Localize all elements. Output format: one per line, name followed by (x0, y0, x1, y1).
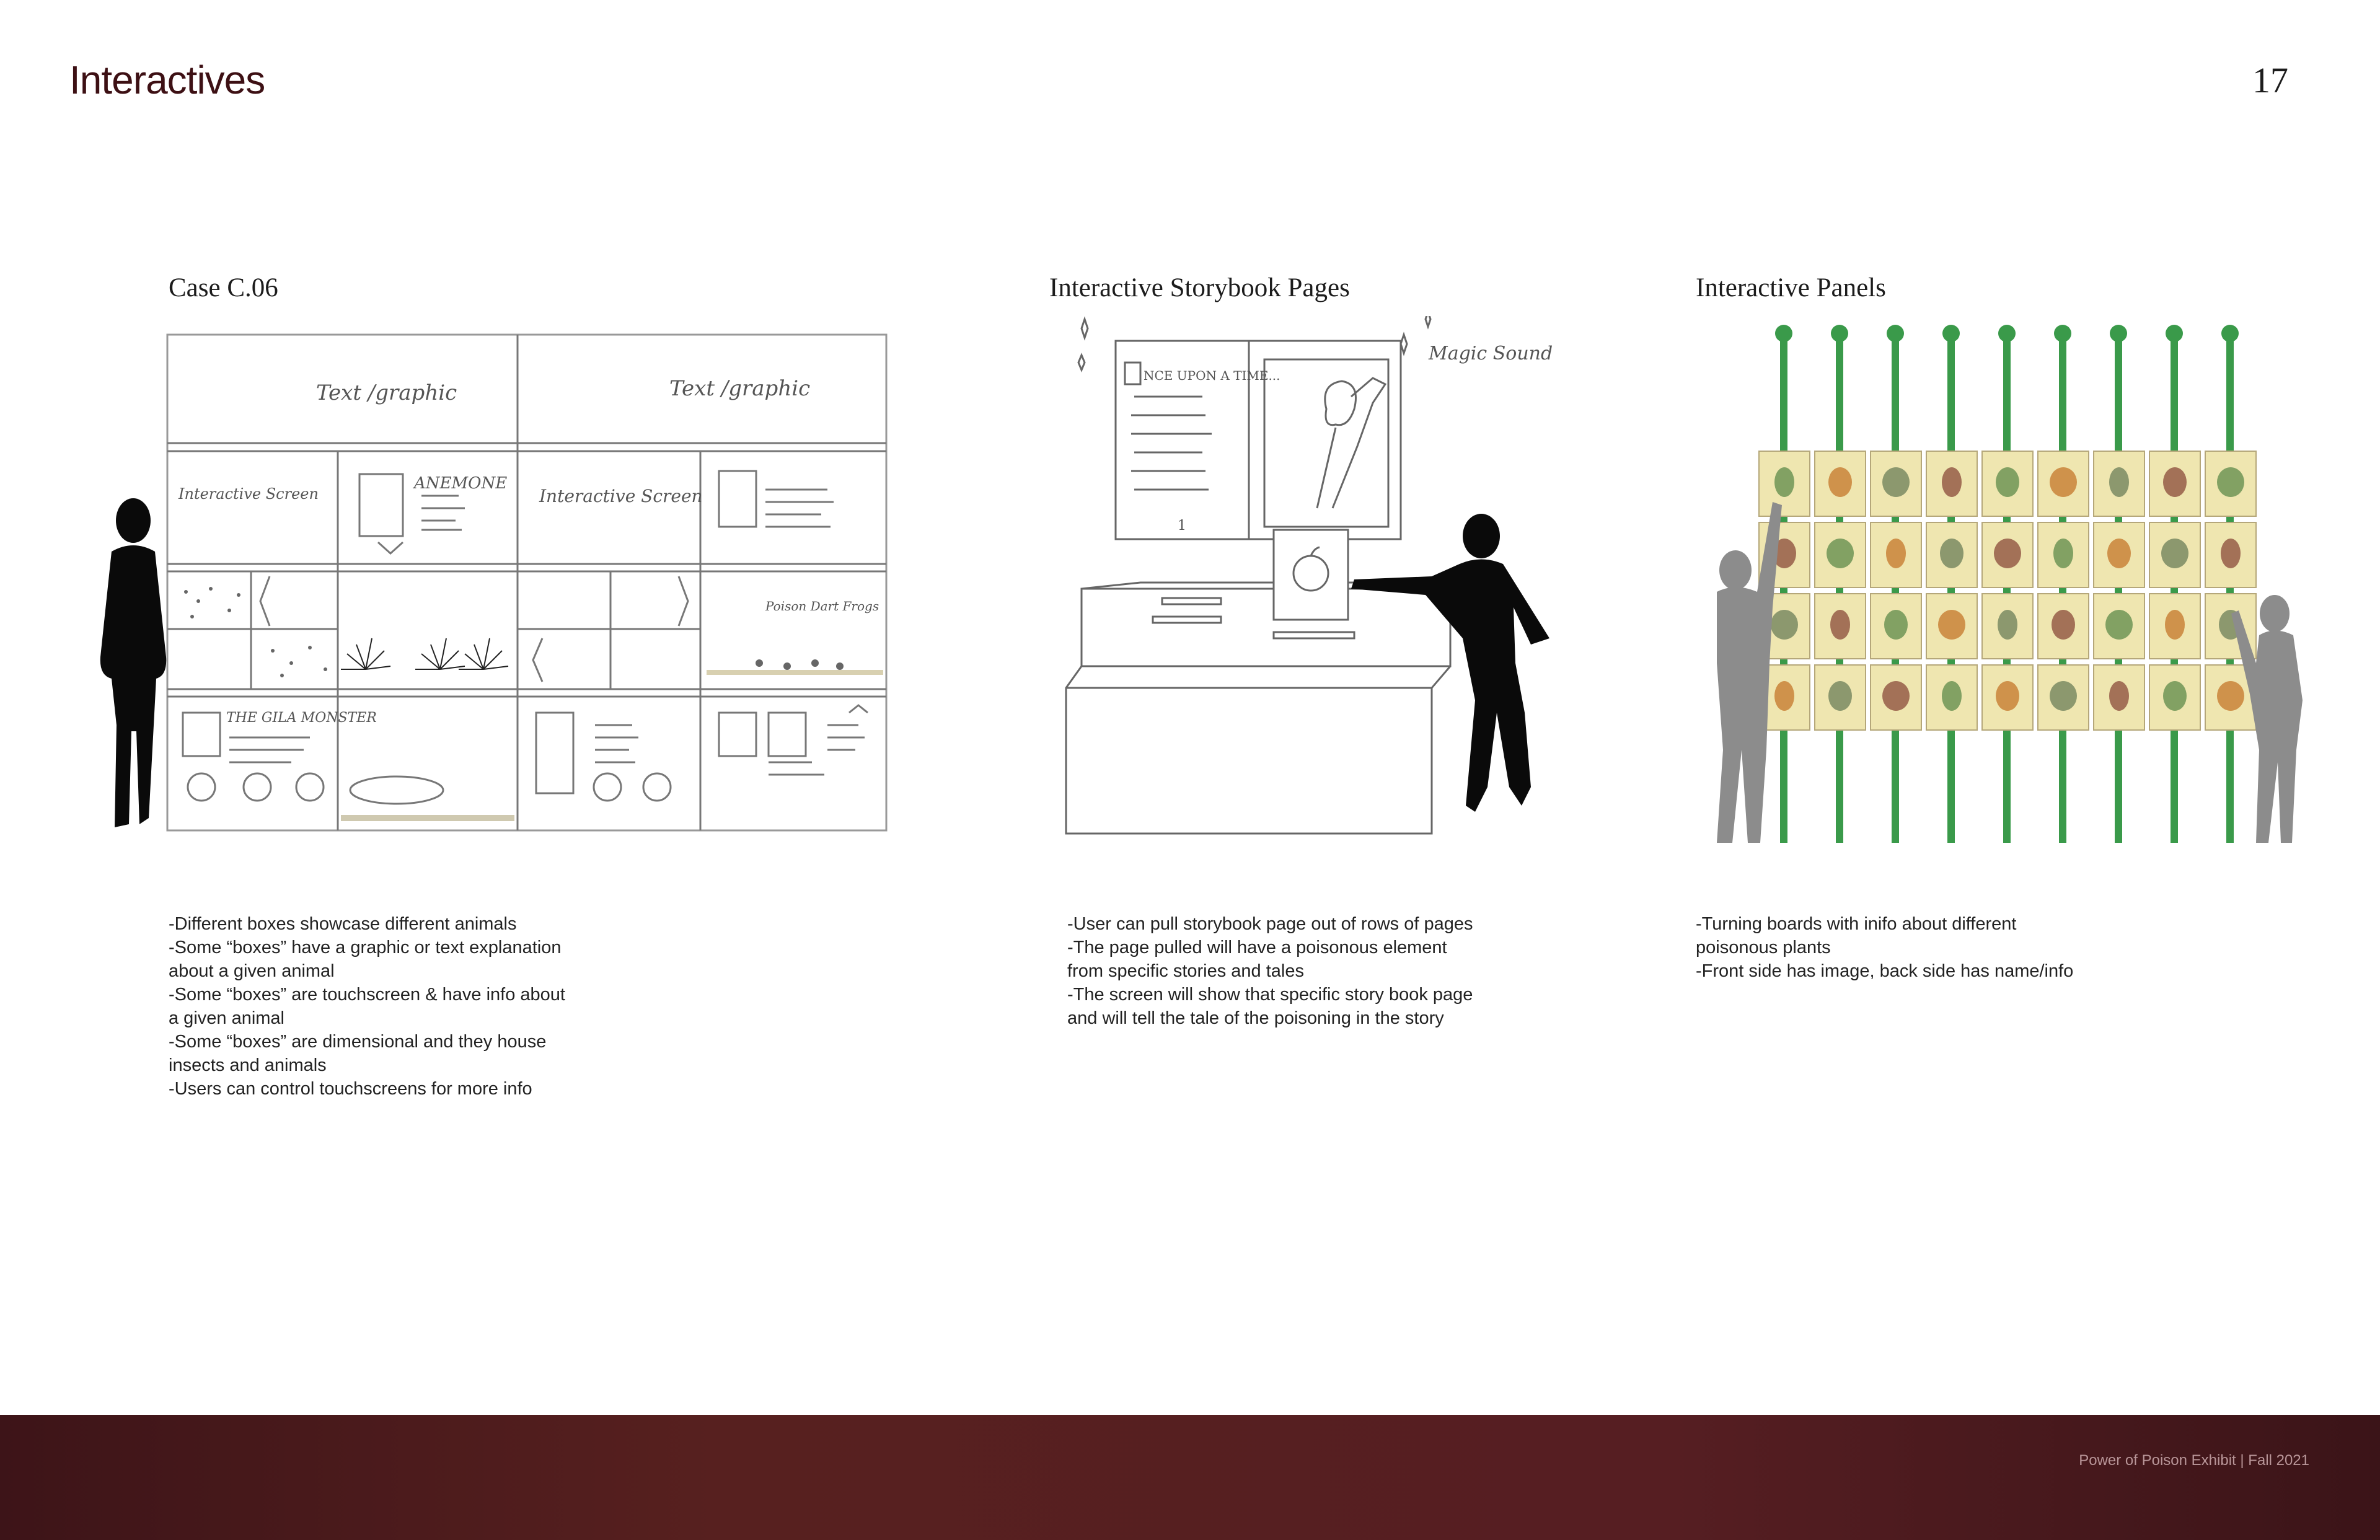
panel-image (2163, 467, 2187, 497)
section-title-case: Case C.06 (169, 273, 278, 302)
panel-image (2053, 539, 2073, 568)
panel-image (1942, 467, 1962, 497)
sketch-label-interactive-screen-1: Interactive Screen (178, 485, 319, 503)
panel-image (1774, 681, 1794, 711)
panel-image (1771, 610, 1798, 640)
footer-band: Power of Poison Exhibit | Fall 2021 (0, 1415, 2380, 1540)
case-sketch-illustration: Text /graphic Text /graphic Interactive … (100, 333, 888, 832)
panel-image (2052, 610, 2075, 640)
sketch-label-text-graphic-right: Text /graphic (669, 376, 810, 401)
sketch-label-interactive-screen-2: Interactive Screen (539, 486, 703, 506)
panel-image (1774, 467, 1794, 497)
panel-image (2221, 539, 2241, 568)
panel-image (1998, 610, 2017, 640)
panel-image (2217, 467, 2244, 497)
panel-grid (1758, 451, 2257, 731)
info-panel[interactable] (1870, 522, 1922, 588)
page-number: 17 (2252, 60, 2288, 100)
panel-image (1938, 610, 1965, 640)
panel-image (1994, 539, 2021, 568)
sketch-label-gila-monster: THE GILA MONSTER (226, 710, 377, 726)
panel-image (1828, 467, 1852, 497)
panel-image (2217, 681, 2244, 711)
panel-image (2050, 467, 2077, 497)
panel-image (2161, 539, 2188, 568)
info-panel[interactable] (2149, 664, 2201, 731)
case-description: -Different boxes showcase different anim… (169, 914, 565, 1099)
sketch-label-magic-sound: Magic Sound (1428, 343, 1553, 364)
panel-image (2105, 610, 2133, 640)
panel-image (1996, 467, 2019, 497)
panel-image (1942, 681, 1962, 711)
person-silhouette-leaning (1351, 514, 1549, 812)
sketch-label-once-upon: NCE UPON A TIME... (1144, 368, 1280, 383)
panel-image (1884, 610, 1908, 640)
sketch-label-text-graphic-left: Text /graphic (316, 381, 457, 405)
panel-image (1996, 681, 2019, 711)
panels-description: -Turning boards with inifo about differe… (1696, 914, 2074, 981)
section-title-panels: Interactive Panels (1696, 273, 1886, 302)
panel-image (2107, 539, 2131, 568)
sketch-label-page-number: 1 (1178, 518, 1186, 534)
panel-image (2165, 610, 2185, 640)
panel-image (2109, 467, 2129, 497)
person-silhouette (100, 498, 167, 827)
visitor-silhouettes (1717, 502, 2303, 843)
panel-image (2163, 681, 2187, 711)
panel-image (1882, 467, 1910, 497)
sketch-label-anemone: ANEMONE (413, 474, 507, 493)
panel-image (1886, 539, 1906, 568)
panels-illustration (1717, 325, 2303, 843)
storybook-sketch-illustration: NCE UPON A TIME... Magic Sound 1 (1065, 316, 1553, 835)
panel-image (1827, 539, 1854, 568)
panel-image (1773, 539, 1796, 568)
panel-image (1828, 681, 1852, 711)
footer-text: Power of Poison Exhibit | Fall 2021 (2079, 1452, 2309, 1469)
sketch-label-poison-dart-frogs: Poison Dart Frogs (765, 599, 879, 614)
panel-image (1830, 610, 1850, 640)
page-title: Interactives (69, 58, 265, 102)
section-title-storybook: Interactive Storybook Pages (1049, 273, 1350, 302)
storybook-description: -User can pull storybook page out of row… (1067, 914, 1473, 1028)
panel-image (1882, 681, 1910, 711)
panel-image (1940, 539, 1963, 568)
panel-image (2109, 681, 2129, 711)
panel-image (2050, 681, 2077, 711)
